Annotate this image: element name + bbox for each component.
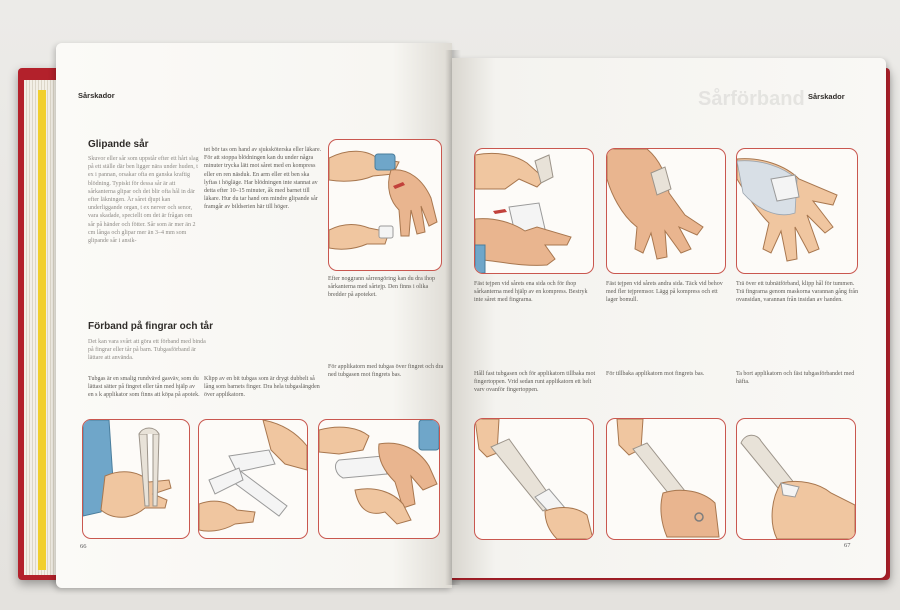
right-page: Sårförband Sårskador Fäst tejpen vid sår… [452,58,886,578]
section2-step1-text: Tubgas är en smalig rundvävd gasväv, som… [88,376,200,399]
illustration-tape-wound-side2 [606,148,726,274]
illustration-pull-tubegauze [318,419,440,539]
caption-step-fasten: Ta bort applikatorn och fäst tubgasförba… [736,371,855,386]
illustration-cut-tubegauze [198,419,308,539]
section2-intro: Det kan vara svårt att göra ett förband … [88,339,206,362]
illustration-tubenet-hand [736,148,858,274]
right-page-number: 67 [844,542,851,549]
caption-step-back: För tillbaka applikatorn mot fingrets ba… [606,371,705,377]
left-page-number: 66 [80,543,87,550]
illustration-cleaning-wound [328,139,442,271]
illustration-finished-bandage [736,418,856,540]
section1-body-col2: tet bör tas om hand av sjuksköterska ell… [204,147,322,211]
section-title-glipande-sar: Glipande sår [88,139,149,150]
ghost-section-title: Sårförband [698,88,805,110]
caption-step-tape2: Fäst tejpen vid sårets andra sida. Täck … [606,281,723,304]
right-running-header: Sårskador [808,92,845,101]
section2-step3-text: För applikatorn med tubgas över fingret … [328,364,444,379]
caption-step-tape1: Fäst tejpen vid sårets ena sida och för … [474,281,588,304]
left-page: Sårskador Glipande sår Skuvor eller sår … [56,43,452,588]
illustration-applicator-back [606,418,726,540]
illustration-tape-wound-side1 [474,148,594,274]
illustration-twist-applicator [474,418,594,540]
yellow-page-edge [38,90,46,570]
section2-step2-text: Klipp av en bit tubgas som är drygt dubb… [204,376,320,399]
caption-step-tubenet: Trä över ett tubnätförband, klipp hål fö… [736,281,859,304]
illustration-applicator [82,419,190,539]
caption-step-twist: Håll fast tubgasen och för applikatorn t… [474,371,596,394]
caption-wound-tape: Efter noggrann sårrengöring kan du dra i… [328,276,435,299]
section-title-forband: Förband på fingrar och tår [88,321,214,332]
section1-body-col1: Skuvor eller sår som uppstår efter ett h… [88,156,199,245]
left-running-header: Sårskador [78,91,115,100]
